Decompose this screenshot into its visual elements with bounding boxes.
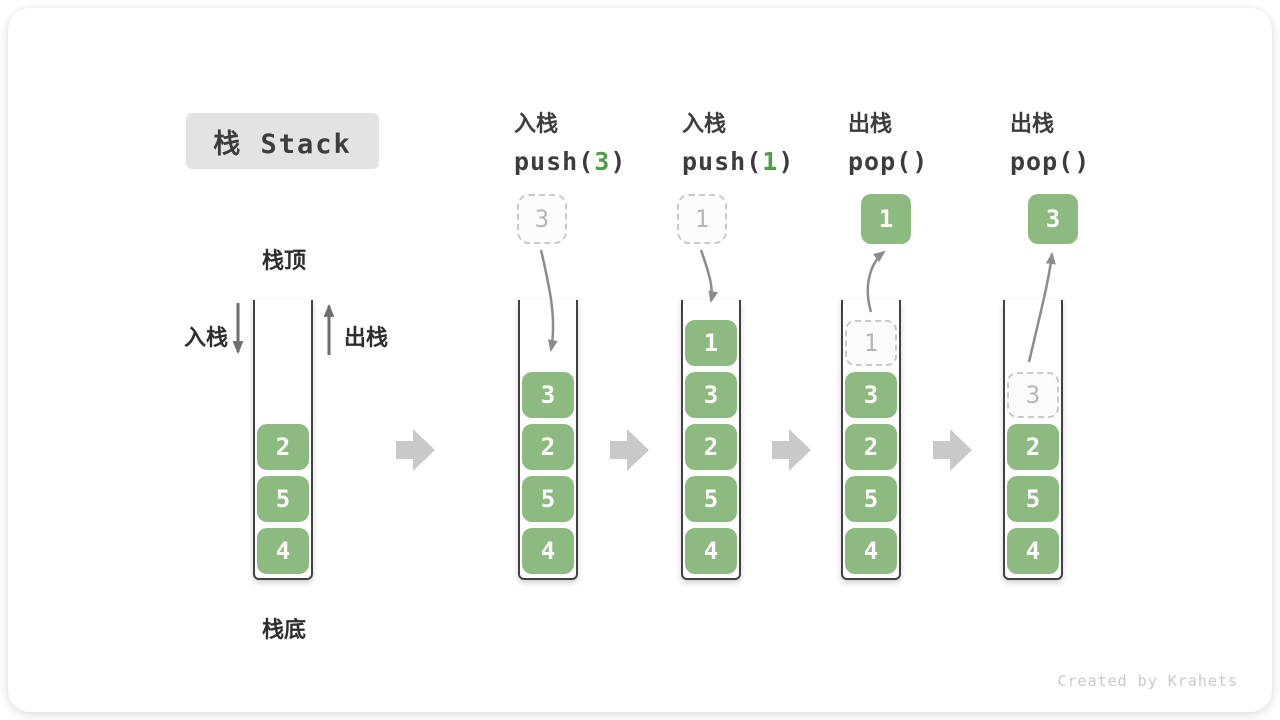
stack-cell: 2 [685, 424, 737, 470]
title-text: 栈 Stack [213, 128, 352, 160]
code-prefix: push( [682, 147, 763, 176]
stack-cell: 5 [845, 476, 897, 522]
operation-code-label: pop() [1010, 147, 1090, 176]
operation-name-label: 出栈 [848, 111, 893, 136]
stack-cell: 4 [845, 528, 897, 574]
operation-header: 入栈 push(3) [514, 106, 626, 176]
stack-cell: 4 [1007, 528, 1059, 574]
stack-cell: 3 [685, 372, 737, 418]
stack-cell: 4 [522, 528, 574, 574]
code-suffix: ) [610, 147, 627, 176]
stack-container: 1 3 2 5 4 [841, 300, 901, 580]
push-direction-label: 入栈 [183, 325, 228, 350]
operation-code-label: pop() [848, 147, 928, 176]
pop-direction-label: 出栈 [344, 325, 389, 350]
stack-cell: 3 [845, 372, 897, 418]
operation-header: 出栈 pop() [1010, 106, 1090, 176]
stack-container: 3 2 5 4 [518, 300, 578, 580]
stack-container: 1 3 2 5 4 [681, 300, 741, 580]
stack-bottom-label: 栈底 [261, 617, 306, 642]
code-prefix: pop() [848, 147, 929, 176]
pushing-element-box: 1 [677, 194, 727, 244]
operation-name-label: 出栈 [1010, 111, 1055, 136]
stack-cell: 5 [685, 476, 737, 522]
stack-cell: 5 [257, 476, 309, 522]
code-argument: 1 [762, 147, 779, 176]
popped-element-box: 1 [861, 194, 911, 244]
watermark: Created by Krahets [1057, 672, 1238, 690]
stack-cell: 2 [522, 424, 574, 470]
code-prefix: pop() [1010, 147, 1091, 176]
code-suffix: ) [778, 147, 795, 176]
stack-cell: 5 [522, 476, 574, 522]
operation-header: 入栈 push(1) [682, 106, 794, 176]
code-argument: 3 [594, 147, 611, 176]
code-prefix: push( [514, 147, 595, 176]
popped-element-box: 3 [1028, 194, 1078, 244]
popped-cell-ghost: 1 [845, 320, 897, 366]
stack-cell: 4 [257, 528, 309, 574]
operation-code-label: push(1) [682, 147, 794, 176]
stack-cell: 4 [685, 528, 737, 574]
popped-cell-ghost: 3 [1007, 372, 1059, 418]
operation-code-label: push(3) [514, 147, 626, 176]
pushing-element-box: 3 [517, 194, 567, 244]
stack-cell: 5 [1007, 476, 1059, 522]
stack-cell: 2 [257, 424, 309, 470]
stack-top-label: 栈顶 [261, 248, 306, 273]
stack-cell: 2 [845, 424, 897, 470]
stack-cell: 1 [685, 320, 737, 366]
operation-name-label: 入栈 [682, 111, 727, 136]
stack-cell: 2 [1007, 424, 1059, 470]
operation-name-label: 入栈 [514, 111, 559, 136]
stack-container: 3 2 5 4 [1003, 300, 1063, 580]
title-badge: 栈 Stack [186, 113, 379, 169]
stack-cell: 3 [522, 372, 574, 418]
operation-header: 出栈 pop() [848, 106, 928, 176]
stack-container: 2 5 4 [253, 300, 313, 580]
